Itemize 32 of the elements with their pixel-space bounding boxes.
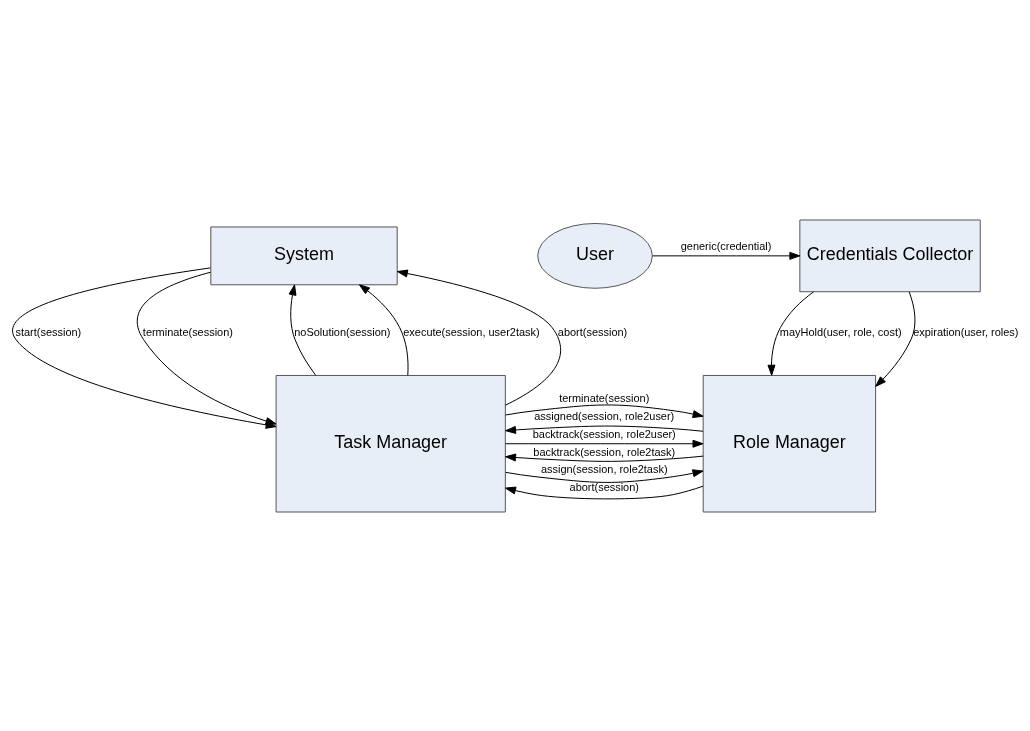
edge-label: noSolution(session)	[294, 325, 391, 338]
edge-label: mayHold(user, role, cost)	[779, 325, 902, 338]
node-box: Role Manager	[702, 374, 877, 512]
node-box: Credentials Collector	[799, 219, 981, 292]
arrow	[358, 283, 409, 376]
edge-label: assigned(session, role2user)	[534, 409, 675, 422]
edge-label: terminate(session)	[559, 391, 650, 404]
arrow	[288, 283, 317, 376]
edge-label: execute(session, user2task)	[403, 325, 540, 338]
edge-label: generic(credential)	[680, 239, 772, 252]
arrow	[505, 468, 704, 483]
arrow	[396, 269, 562, 406]
arrow	[505, 485, 704, 499]
edge-label: start(session)	[15, 325, 82, 338]
arrow	[767, 290, 815, 376]
arrow	[652, 251, 801, 260]
edge-label: assign(session, role2task)	[540, 462, 668, 475]
arrow	[505, 425, 704, 434]
edge-label: expiration(user, roles)	[913, 325, 1019, 338]
edge-label: abort(session)	[557, 325, 628, 338]
node-box: System	[210, 225, 398, 285]
arrow	[136, 271, 277, 425]
node-box: Task Manager	[275, 374, 506, 512]
arrow	[505, 439, 704, 448]
node-ellipse: User	[537, 222, 653, 289]
edge-label: terminate(session)	[142, 325, 233, 338]
edge-label: backtrack(session, role2task)	[533, 445, 676, 457]
edge-label: abort(session)	[569, 480, 639, 493]
edge-label: backtrack(session, role2user)	[532, 427, 676, 440]
arrow	[505, 453, 704, 462]
arrow	[505, 403, 704, 418]
arrow	[875, 291, 916, 387]
